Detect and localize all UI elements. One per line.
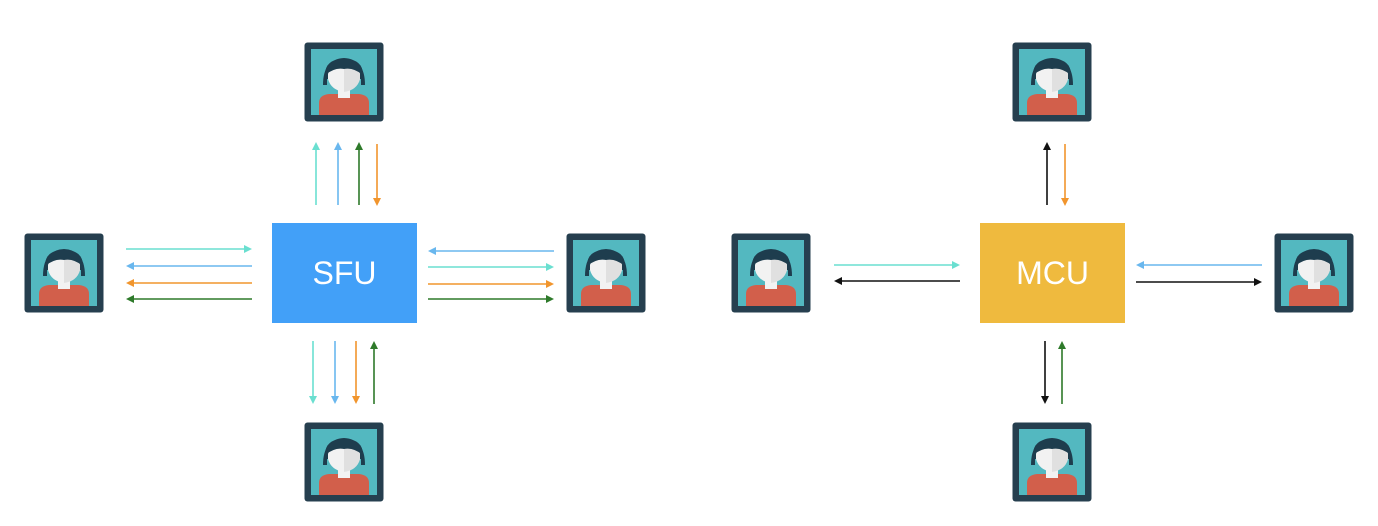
mcu-left-streams <box>834 261 960 285</box>
user-avatar-icon <box>1012 42 1092 122</box>
sfu-hub <box>272 223 417 323</box>
user-avatar-icon <box>304 422 384 502</box>
mcu-bottom-streams <box>1041 341 1066 404</box>
mcu-right-streams <box>1136 261 1262 286</box>
sfu-top-streams <box>312 142 381 206</box>
user-avatar-icon <box>24 233 104 313</box>
mcu-top-streams <box>1043 142 1069 206</box>
user-avatar-icon <box>1274 233 1354 313</box>
mcu-topology: MCU <box>731 42 1354 502</box>
user-avatar-icon <box>1012 422 1092 502</box>
sfu-right-streams <box>428 247 554 303</box>
mcu-hub <box>980 223 1125 323</box>
sfu-label: SFU <box>313 255 377 291</box>
user-avatar-icon <box>566 233 646 313</box>
sfu-left-streams <box>126 245 252 303</box>
sfu-bottom-streams <box>309 341 378 404</box>
mcu-label: MCU <box>1016 255 1089 291</box>
sfu-topology: SFU <box>24 42 646 502</box>
user-avatar-icon <box>304 42 384 122</box>
user-avatar-icon <box>731 233 811 313</box>
